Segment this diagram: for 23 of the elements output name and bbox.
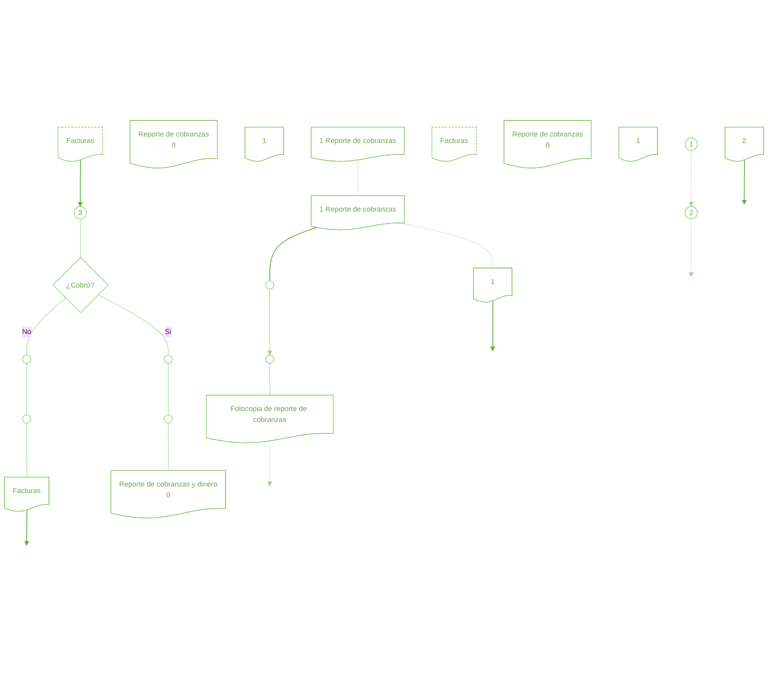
connector (26, 363, 27, 416)
connector (269, 227, 317, 282)
arrow (78, 160, 83, 207)
node-circle (22, 355, 32, 364)
arrow (688, 150, 694, 207)
connector (403, 223, 494, 269)
arrow (267, 441, 272, 486)
arrow (742, 160, 747, 205)
connector (26, 298, 66, 356)
arrow (688, 218, 694, 278)
node-circle (265, 355, 274, 364)
node-circle (164, 355, 173, 364)
connector (98, 294, 169, 356)
node-circle (22, 414, 32, 424)
connector (80, 218, 81, 258)
connector (26, 423, 28, 478)
arrow (24, 510, 30, 546)
arrow (267, 289, 272, 356)
node-circle (164, 414, 173, 424)
node-circle (265, 280, 274, 290)
connector (168, 423, 169, 472)
arrow (490, 300, 496, 352)
connector (168, 363, 169, 416)
